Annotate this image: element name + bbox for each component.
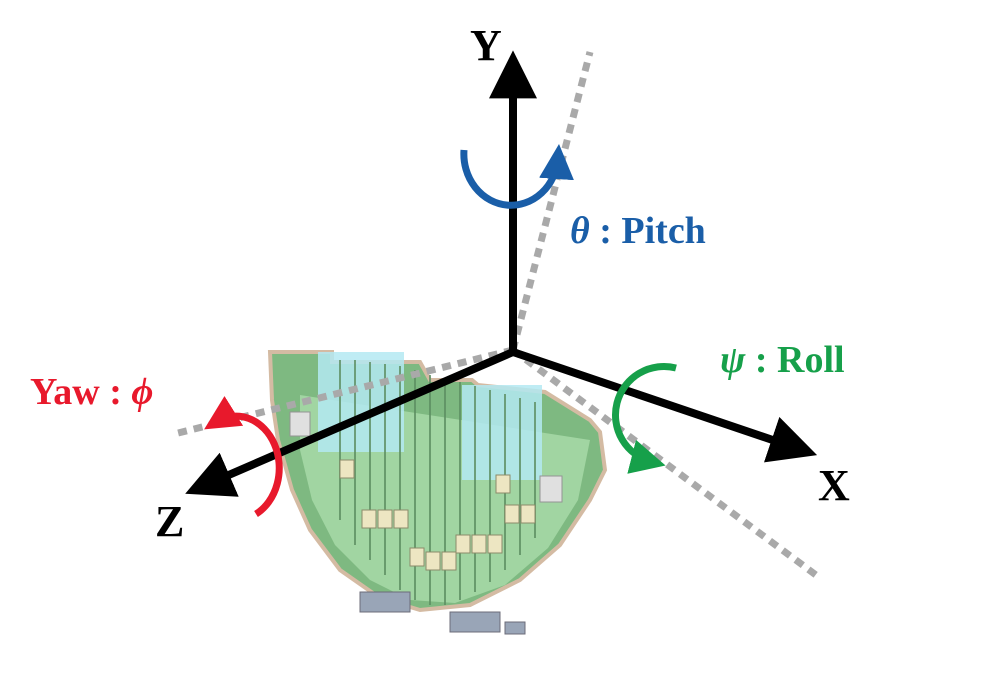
roll-label: ψ : Roll xyxy=(720,339,845,381)
x-axis-line xyxy=(511,348,818,463)
roll-symbol: ψ xyxy=(720,339,746,381)
y-axis-label: Y xyxy=(470,21,502,70)
yaw-symbol: ϕ xyxy=(131,371,153,413)
dashed-line-rotated-y xyxy=(509,51,594,351)
pitch-separator: : xyxy=(590,210,622,252)
pitch-rotation-arrow-icon xyxy=(460,144,574,209)
z-axis-label: Z xyxy=(155,497,184,546)
dashed-reference-axes xyxy=(177,51,823,581)
roll-name: Roll xyxy=(777,339,845,381)
yaw-separator: : xyxy=(100,371,132,413)
x-axis-label: X xyxy=(818,461,850,510)
pitch-name: Pitch xyxy=(621,210,705,252)
roll-rotation-arrow-icon xyxy=(612,363,677,474)
roll-separator: : xyxy=(745,339,777,381)
z-axis-line xyxy=(185,348,515,497)
yaw-name: Yaw xyxy=(30,371,100,413)
pitch-label: θ : Pitch xyxy=(570,210,706,252)
pitch-symbol: θ xyxy=(570,210,590,252)
yaw-label: Yaw : ϕ xyxy=(30,371,153,413)
semicircular-detector-module-icon xyxy=(267,350,608,635)
yaw-rotation-arrow-icon xyxy=(204,396,283,517)
